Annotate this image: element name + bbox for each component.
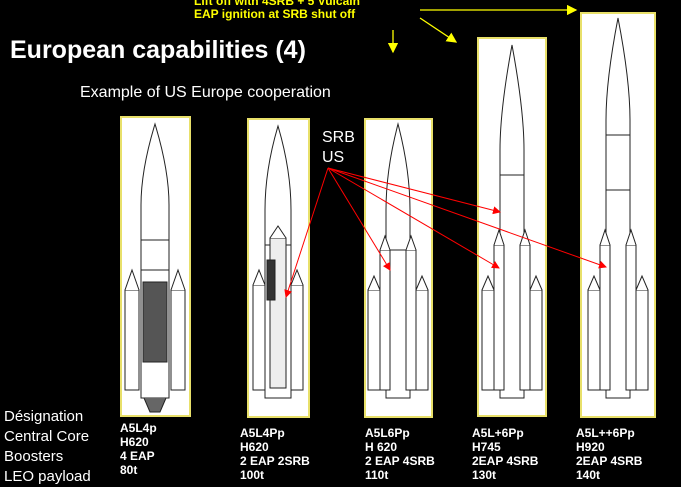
- vehicle-core: H620: [240, 440, 269, 454]
- vehicle-caption-2: A5L4Pp H620 2 EAP 2SRB 100t: [240, 426, 310, 482]
- page-title: European capabilities (4): [10, 36, 306, 64]
- red-arrow-3: [327, 167, 500, 269]
- rocket-a5lplus6pp: [481, 44, 543, 399]
- vehicle-payload: 110t: [365, 468, 389, 482]
- vehicle-core: H920: [576, 440, 605, 454]
- vehicle-boosters: 2 EAP 4SRB: [365, 454, 435, 468]
- yellow-arrows: [387, 4, 578, 54]
- row-label-boosters: Boosters: [4, 448, 64, 465]
- vehicle-boosters: 2EAP 4SRB: [472, 454, 539, 468]
- red-arrows: [284, 167, 607, 298]
- launch-note-line1: Lift off with 4SRB + 5 Vulcain: [194, 0, 360, 8]
- vehicle-caption-5: A5L++6Pp H920 2EAP 4SRB 140t: [576, 426, 642, 482]
- vehicle-caption-4: A5L+6Pp H745 2EAP 4SRB 130t: [472, 426, 538, 482]
- vehicle-designation: A5L4p: [120, 421, 157, 435]
- vehicle-boosters: 2EAP 4SRB: [576, 454, 643, 468]
- vehicle-payload: 130t: [472, 468, 497, 482]
- vehicle-caption-3: A5L6Pp H 620 2 EAP 4SRB 110t: [365, 426, 435, 482]
- srb-label-line1: SRB: [322, 129, 355, 146]
- rocket-a5l4p: [124, 122, 186, 413]
- red-arrow-4: [327, 167, 607, 269]
- vehicle-payload: 100t: [240, 468, 265, 482]
- red-arrow-2: [327, 167, 391, 271]
- srb-us-label: SRB US: [322, 128, 355, 168]
- row-label-designation: Désignation: [4, 408, 84, 425]
- rocket-a5lplusplus6pp: [587, 17, 649, 399]
- vehicle-caption-1: A5L4p H620 4 EAP 80t: [120, 421, 157, 477]
- yellow-arrow-diagonal: [419, 17, 458, 43]
- vehicle-core: H745: [472, 440, 501, 454]
- vehicle-boosters: 4 EAP: [120, 449, 155, 463]
- page-subtitle: Example of US Europe cooperation: [80, 84, 331, 101]
- vehicle-designation: A5L+6Pp: [472, 426, 524, 440]
- srb-label-line2: US: [322, 149, 345, 166]
- row-label-leo-payload: LEO payload: [4, 468, 91, 485]
- launch-note-line2: EAP ignition at SRB shut off: [194, 7, 356, 21]
- vehicle-payload: 80t: [120, 463, 138, 477]
- red-arrow-1: [284, 167, 329, 298]
- vehicle-designation: A5L++6Pp: [576, 426, 635, 440]
- vehicle-core: H620: [120, 435, 149, 449]
- red-arrow-5: [327, 167, 501, 215]
- vehicle-boosters: 2 EAP 2SRB: [240, 454, 310, 468]
- rocket-a5l4pp: [252, 124, 304, 399]
- vehicle-payload: 140t: [576, 468, 601, 482]
- launch-note: Lift off with 4SRB + 5 Vulcain EAP ignit…: [194, 0, 360, 21]
- vehicle-designation: A5L4Pp: [240, 426, 285, 440]
- row-label-central-core: Central Core: [4, 428, 90, 445]
- rocket-a5l6pp: [367, 122, 429, 399]
- vehicle-core: H 620: [365, 440, 398, 454]
- vehicle-designation: A5L6Pp: [365, 426, 410, 440]
